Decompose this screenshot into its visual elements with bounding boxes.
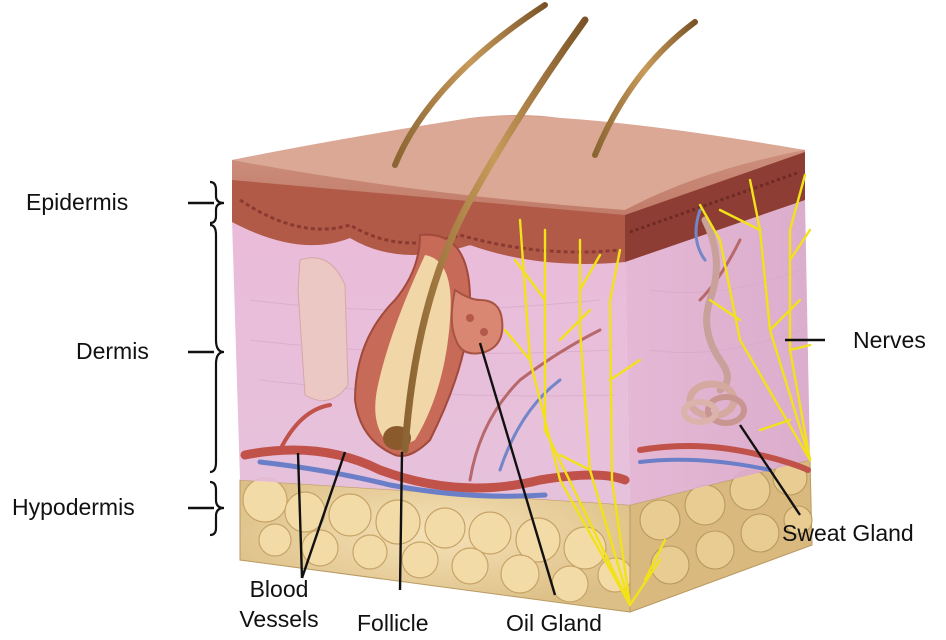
label-dermis: Dermis: [76, 338, 149, 364]
label-nerves: Nerves: [853, 327, 926, 353]
label-hypodermis: Hypodermis: [12, 494, 135, 520]
layer-brackets: [210, 182, 224, 535]
label-blood-vessels-line1: Blood: [236, 576, 322, 602]
label-oil-gland: Oil Gland: [506, 610, 602, 636]
label-sweat-gland: Sweat Gland: [782, 520, 914, 546]
label-epidermis: Epidermis: [26, 189, 128, 215]
label-follicle: Follicle: [357, 610, 429, 636]
dermis-bracket: [210, 225, 224, 472]
label-blood-vessels-line2: Vessels: [236, 606, 322, 632]
label-blood-vessels: Blood Vessels: [236, 576, 322, 633]
